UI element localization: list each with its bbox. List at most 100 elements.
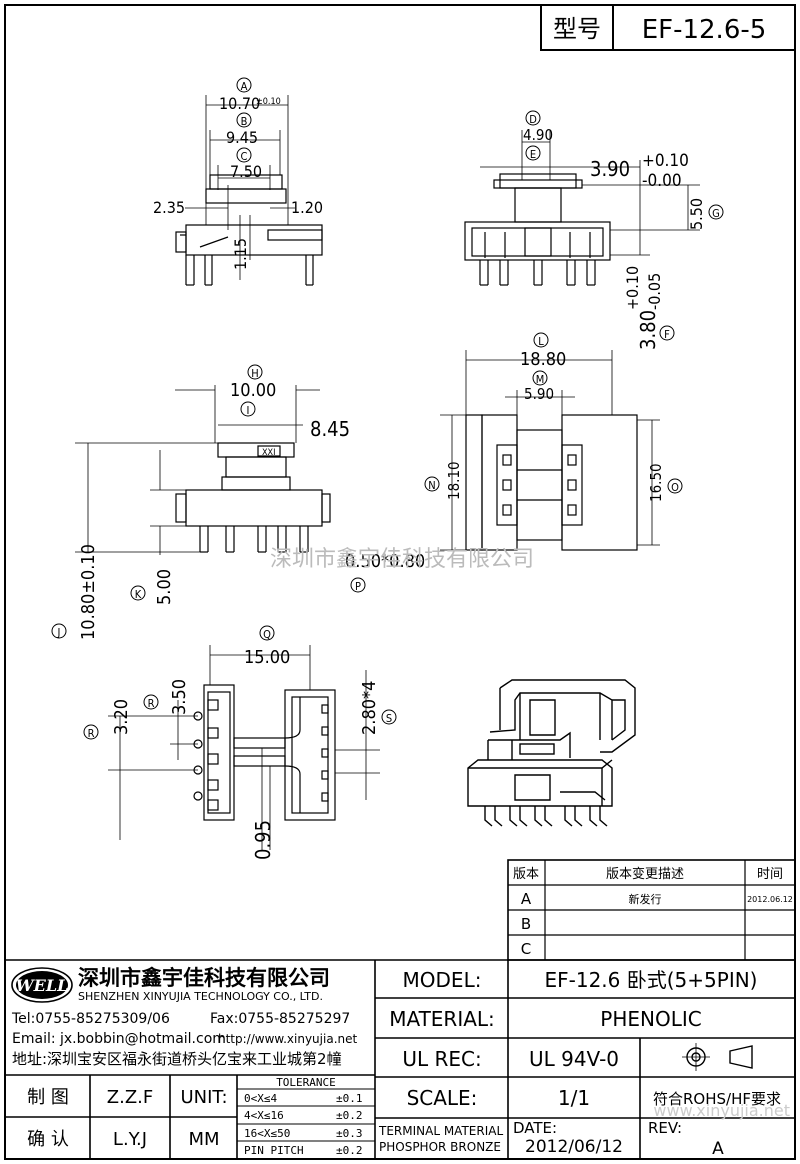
mark-circle-m: [532, 370, 548, 386]
dim-p-value: 0.50*0.80: [345, 551, 425, 572]
dim-f-value: 3.80: [636, 310, 660, 350]
scale-label: SCALE:: [407, 1086, 478, 1110]
company-name-cn: 深圳市鑫宇佳科技有限公司: [78, 966, 330, 990]
material-value: PHENOLIC: [600, 1007, 701, 1031]
rev-row-b-ver: B: [521, 915, 531, 933]
tolerance-title: TOLERANCE: [276, 1076, 336, 1089]
rev-header-ver: 版本: [513, 867, 539, 882]
dim-l-value: 18.80: [520, 349, 566, 370]
mark-circle-k: [130, 585, 146, 601]
isometric-view: [467, 679, 636, 827]
dim-t-value: 0.95: [251, 820, 275, 860]
dim-390-tol-minus: -0.00: [642, 171, 682, 191]
mark-circle-r: [83, 724, 99, 740]
rohs-text: 符合ROHS/HF要求: [653, 1090, 781, 1108]
mark-q: Q: [263, 628, 271, 641]
draw-value: Z.Z.F: [107, 1087, 153, 1108]
mark-circle-d: [525, 110, 541, 126]
ulrec-value: UL 94V-0: [529, 1047, 619, 1071]
dim-n-value: 18.10: [445, 461, 463, 500]
bottom-view: [108, 645, 380, 850]
dim-o-value: 16.50: [647, 463, 665, 502]
check-value: L.Y.J: [113, 1129, 147, 1150]
mark-circle-i: [240, 401, 256, 417]
plan-view: [440, 350, 660, 551]
dim-r-value: 3.20: [111, 699, 132, 735]
model-code: EF-12.6-5: [642, 15, 767, 45]
dim-q-value: 15.00: [244, 647, 290, 668]
watermark-url: www.xinyujia.net: [653, 1101, 790, 1120]
dim-g-value: 5.50: [687, 198, 706, 230]
mark-j: J: [57, 626, 61, 639]
side-view: [464, 130, 700, 286]
mark-m: M: [536, 373, 545, 386]
mark-circle-r2: [143, 694, 159, 710]
dim-vertical: 1.15: [231, 238, 250, 270]
dim-390-tol-plus: +0.10: [642, 151, 689, 171]
dim-r2-value: 3.50: [169, 679, 190, 715]
mark-circle-c: [236, 147, 252, 163]
draw-label: 制 图: [27, 1087, 69, 1108]
mark-l: L: [538, 335, 544, 348]
mark-r: R: [88, 727, 95, 740]
mark-s: S: [386, 712, 392, 725]
company-email: Email: jx.bobbin@hotmail.com: [12, 1031, 226, 1047]
mark-circle-j: [51, 623, 67, 639]
tol-row-2-tol: ±0.2: [336, 1109, 363, 1122]
mark-circle-p: [350, 577, 366, 593]
logo-text: WELL: [16, 976, 69, 995]
dim-h-value: 10.00: [230, 380, 276, 401]
front-view: [175, 95, 323, 286]
unit-value: MM: [188, 1129, 219, 1150]
tol-row-4-range: PIN PITCH: [244, 1144, 304, 1157]
mark-circle-e: [525, 145, 541, 161]
mark-circle-h: [247, 364, 263, 380]
dim-m-value: 5.90: [524, 385, 554, 403]
dim-s-value: 2.80*4: [359, 681, 380, 735]
dim-k-value: 5.00: [154, 569, 175, 605]
sheet-frame: [4, 4, 796, 1160]
tol-row-2-range: 4<X≤16: [244, 1109, 284, 1122]
mark-circle-l: [533, 332, 549, 348]
mark-o: O: [671, 481, 679, 494]
dim-f-tol-minus: -0.05: [645, 273, 664, 310]
mark-circle-b: [236, 112, 252, 128]
mark-d: D: [529, 113, 537, 126]
mark-c: C: [241, 150, 248, 163]
tol-row-1-tol: ±0.1: [336, 1092, 363, 1105]
rev-header-date: 时间: [757, 867, 783, 882]
terminal-label-1: TERMINAL MATERIAL: [378, 1124, 503, 1138]
mark-circle-q: [259, 625, 275, 641]
company-http: http://www.xinyujia.net: [218, 1032, 357, 1046]
date-value: 2012/06/12: [525, 1137, 623, 1157]
company-fax: Fax:0755-85275297: [210, 1011, 350, 1027]
dim-i-value: 8.45: [310, 417, 350, 441]
tol-row-4-tol: ±0.2: [336, 1144, 363, 1157]
header-box: 型号 EF-12.6-5: [540, 4, 796, 51]
mark-a: A: [241, 80, 248, 93]
check-label: 确 认: [27, 1129, 69, 1150]
material-label: MATERIAL:: [389, 1007, 495, 1031]
tol-row-3-tol: ±0.3: [336, 1127, 363, 1140]
model-value: EF-12.6 卧式(5+5PIN): [545, 968, 758, 992]
dim-390-value: 3.90: [590, 157, 630, 181]
model-label: MODEL:: [403, 968, 482, 992]
mark-circle-a: [236, 77, 252, 93]
unit-label: UNIT:: [180, 1087, 227, 1108]
mark-circle-g: [708, 204, 724, 220]
scale-value: 1/1: [558, 1086, 590, 1110]
mark-circle-o: [667, 478, 683, 494]
ulrec-label: UL REC:: [402, 1047, 481, 1071]
mark-k: K: [135, 588, 142, 601]
company-address: 地址:深圳宝安区福永街道桥头亿宝来工业城第2幢: [12, 1050, 342, 1068]
dim-c-value: 7.50: [230, 162, 262, 181]
dim-b-value: 9.45: [226, 128, 258, 147]
date-label: DATE:: [513, 1119, 557, 1137]
title-block: [5, 959, 795, 1159]
mark-p: P: [355, 580, 361, 593]
tol-row-1-range: 0<X≤4: [244, 1092, 277, 1105]
rev-row-a-ver: A: [521, 890, 532, 908]
mark-b: B: [241, 115, 248, 128]
type-label: 型号: [553, 15, 601, 43]
